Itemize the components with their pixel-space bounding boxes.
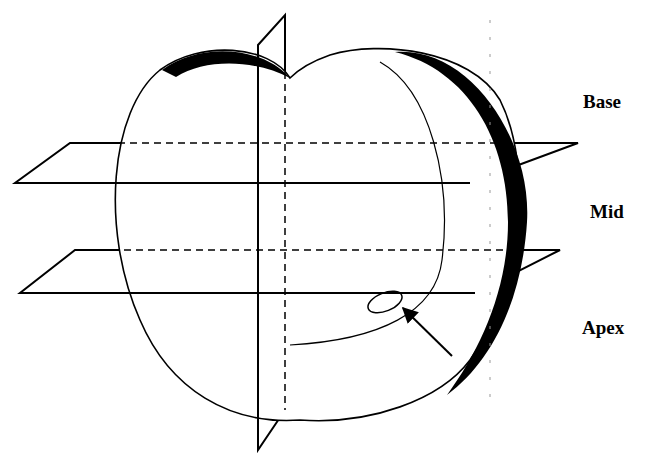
level-label: Base — [583, 92, 621, 113]
section-planes — [15, 15, 578, 450]
right-wall-shade — [395, 52, 527, 395]
left-wall-shade — [162, 51, 290, 78]
guide-marks — [490, 20, 491, 400]
level-label: Mid — [590, 202, 624, 223]
front-edges — [15, 45, 475, 450]
heart-outline — [115, 49, 519, 421]
heart-fill — [115, 49, 519, 421]
pointer-arrow — [403, 308, 452, 356]
level-label: Apex — [582, 318, 624, 339]
inner-contour — [290, 62, 444, 345]
apex-lesion — [365, 287, 405, 317]
hidden-edges — [112, 72, 525, 410]
